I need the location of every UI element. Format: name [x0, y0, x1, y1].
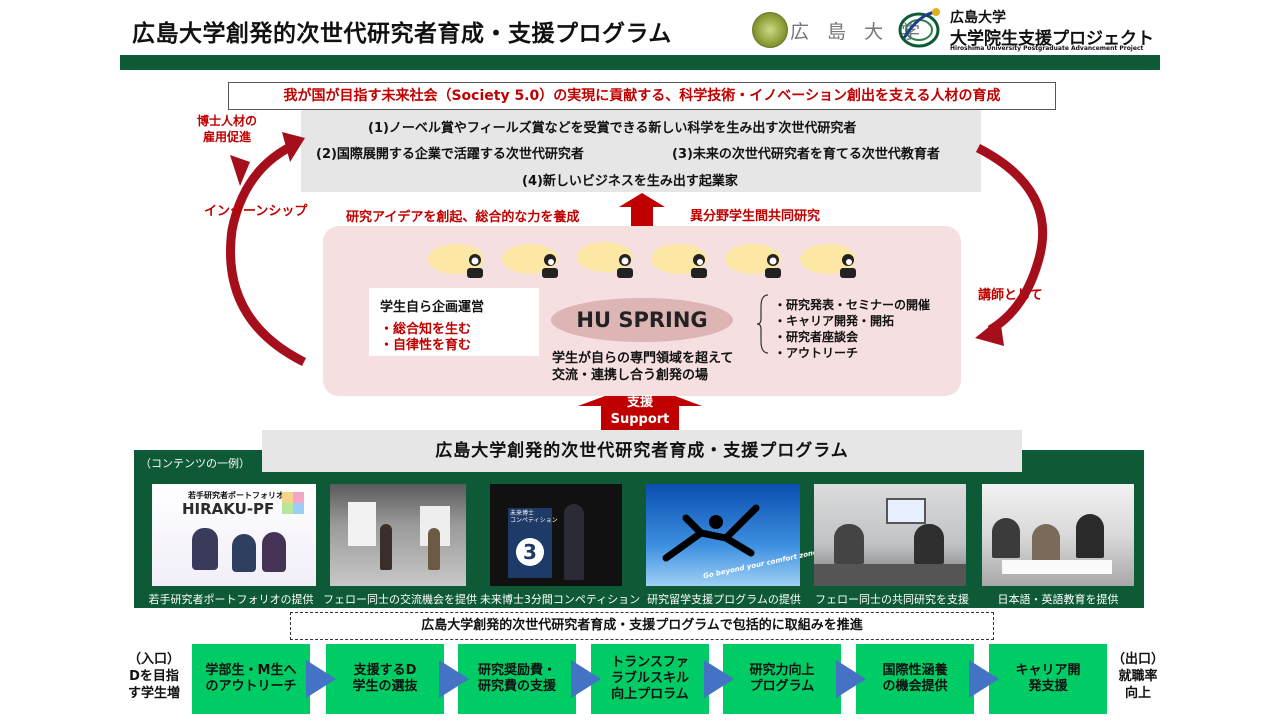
support-label: 支援 Support — [600, 394, 680, 428]
idea-label: 研究アイデアを創起、総合的な力を養成 — [346, 210, 580, 225]
pipeline-arrow-icon — [704, 660, 734, 698]
desk — [814, 564, 966, 586]
internship-arrowhead — [282, 132, 305, 162]
pipeline-step: 学部生・M生へ のアウトリーチ — [192, 644, 310, 714]
project-name-english: Hiroshima University Postgraduate Advanc… — [950, 45, 1144, 52]
interdisciplinary-label: 異分野学生間共同研究 — [690, 209, 821, 224]
student-figure — [914, 524, 944, 564]
student-female-icon — [467, 254, 483, 278]
self-run-item: ・総合知を生む — [380, 322, 472, 337]
target-item-3: (3)未来の次世代研究者を育てる次世代教育者 — [672, 147, 940, 162]
competition-sign-text: 未来博士 コンペティション — [510, 510, 558, 525]
pipeline-arrow-icon — [439, 660, 469, 698]
project-emblem-icon — [898, 8, 940, 48]
attendee-figure — [428, 528, 440, 570]
student-figure — [834, 524, 864, 564]
exchange-photo — [330, 484, 466, 586]
student-male-icon — [542, 254, 558, 278]
study-abroad-photo: Go beyond your comfort zone! — [646, 484, 821, 586]
student-male-icon — [691, 254, 707, 278]
lecturer-label: 講師として — [978, 288, 1043, 303]
content-caption: フェロー同士の共同研究を支援 — [815, 593, 969, 606]
student-female-icon — [617, 254, 633, 278]
student-figure — [992, 518, 1020, 558]
target-item-2: (2)国際展開する企業で活躍する次世代研究者 — [316, 147, 584, 162]
pipeline-step: トランスファ ラブルスキル 向上プロラム — [591, 644, 709, 714]
up-arrow — [619, 193, 665, 240]
activity-item: ・キャリア開発・開拓 — [774, 314, 895, 328]
competition-photo: 未来博士 コンペティション 3 — [490, 484, 622, 586]
project-name-line2: 大学院生支援プロジェクト — [950, 29, 1154, 49]
poster-board — [348, 502, 376, 546]
self-run-item: ・自律性を育む — [380, 338, 472, 353]
portfolio-title: HIRAKU-PF — [182, 500, 275, 518]
pipeline-step: キャリア開 発支援 — [989, 644, 1107, 714]
student-female-icon — [765, 254, 781, 278]
hub-description-line1: 学生が自らの専門領域を超えて — [552, 351, 734, 366]
program-title-bar: 広島大学創発的次世代研究者育成・支援プログラム — [262, 430, 1022, 472]
pipeline-step: 研究奨励費・ 研究費の支援 — [458, 644, 576, 714]
pipeline-arrow-icon — [571, 660, 601, 698]
pipeline-step: 研究力向上 プログラム — [723, 644, 841, 714]
self-run-title: 学生自ら企画運営 — [380, 300, 485, 315]
portfolio-subtitle: 若手研究者ポートフォリオ — [188, 491, 284, 500]
pipeline-step: 支援するD 学生の選抜 — [326, 644, 444, 714]
pipeline-arrow-icon — [969, 660, 999, 698]
pipeline-arrow-icon — [836, 660, 866, 698]
internship-arrow — [226, 141, 307, 367]
content-caption: 未来博士3分間コンペティション — [479, 593, 641, 606]
target-talent-box — [301, 110, 981, 192]
table — [1002, 560, 1112, 574]
content-caption: 研究留学支援プログラムの提供 — [647, 593, 801, 606]
activities-bracket — [756, 294, 769, 354]
number-badge: 3 — [516, 538, 544, 566]
target-item-4: (4)新しいビジネスを生み出す起業家 — [522, 174, 738, 189]
pipeline-exit: （出口） 就職率 向上 — [1112, 652, 1165, 701]
activity-item: ・研究者座談会 — [774, 330, 859, 344]
researcher-figure — [262, 532, 286, 572]
pipeline-entrance: （入口） Dを目指 す学生増 — [128, 652, 181, 701]
university-name: 広 島 大 学 — [790, 21, 927, 43]
content-caption: 若手研究者ポートフォリオの提供 — [148, 593, 314, 606]
jumping-person-icon — [662, 504, 760, 562]
comprehensive-statement: 広島大学創発的次世代研究者育成・支援プログラムで包括的に取組みを推進 — [290, 612, 994, 640]
project-name-line1: 広島大学 — [950, 10, 1006, 26]
contents-label: （コンテンツの一例） — [140, 457, 250, 470]
competition-sign: 未来博士 コンペティション 3 — [508, 508, 558, 578]
lecturer-arrow — [975, 143, 1048, 334]
student-male-icon — [840, 254, 856, 278]
language-class-photo — [982, 484, 1134, 586]
lecturer-arrowhead — [975, 318, 1004, 346]
header-divider — [120, 55, 1160, 70]
student-figure — [1032, 524, 1060, 564]
support-label-en: Support — [610, 412, 670, 427]
doctor-employment-label: 博士人材の 雇用促進 — [197, 114, 258, 144]
university-emblem-icon — [752, 12, 788, 48]
employment-arrowhead — [230, 155, 250, 186]
hub-description-line2: 交流・連携し合う創発の場 — [552, 368, 709, 383]
pipeline-arrow-icon — [306, 660, 336, 698]
target-item-1: (1)ノーベル賞やフィールズ賞などを受賞できる新しい科学を生み出す次世代研究者 — [368, 121, 857, 136]
speaker-figure — [564, 504, 584, 580]
joint-research-photo — [814, 484, 966, 586]
student-figure — [1076, 514, 1104, 558]
activity-item: ・アウトリーチ — [774, 346, 859, 360]
monitor-screen — [886, 498, 926, 524]
content-caption: 日本語・英語教育を提供 — [997, 593, 1119, 606]
researcher-figure — [232, 534, 256, 572]
self-run-box — [369, 288, 539, 356]
attendee-figure — [380, 524, 392, 570]
portfolio-image: 若手研究者ポートフォリオ HIRAKU-PF — [152, 484, 316, 586]
support-label-jp: 支援 — [626, 395, 653, 410]
hu-spring-title: HU SPRING — [551, 298, 733, 342]
activity-item: ・研究発表・セミナーの開催 — [774, 298, 931, 312]
goal-statement: 我が国が目指す未来社会（Society 5.0）の実現に貢献する、科学技術・イノ… — [228, 82, 1056, 110]
researcher-figure — [192, 528, 218, 570]
content-caption: フェロー同士の交流機会を提供 — [323, 593, 477, 606]
portfolio-logo-icon — [282, 492, 304, 514]
internship-label: インターンシップ — [204, 204, 308, 219]
page-title: 広島大学創発的次世代研究者育成・支援プログラム — [132, 21, 672, 47]
pipeline-step: 国際性涵養 の機会提供 — [856, 644, 974, 714]
